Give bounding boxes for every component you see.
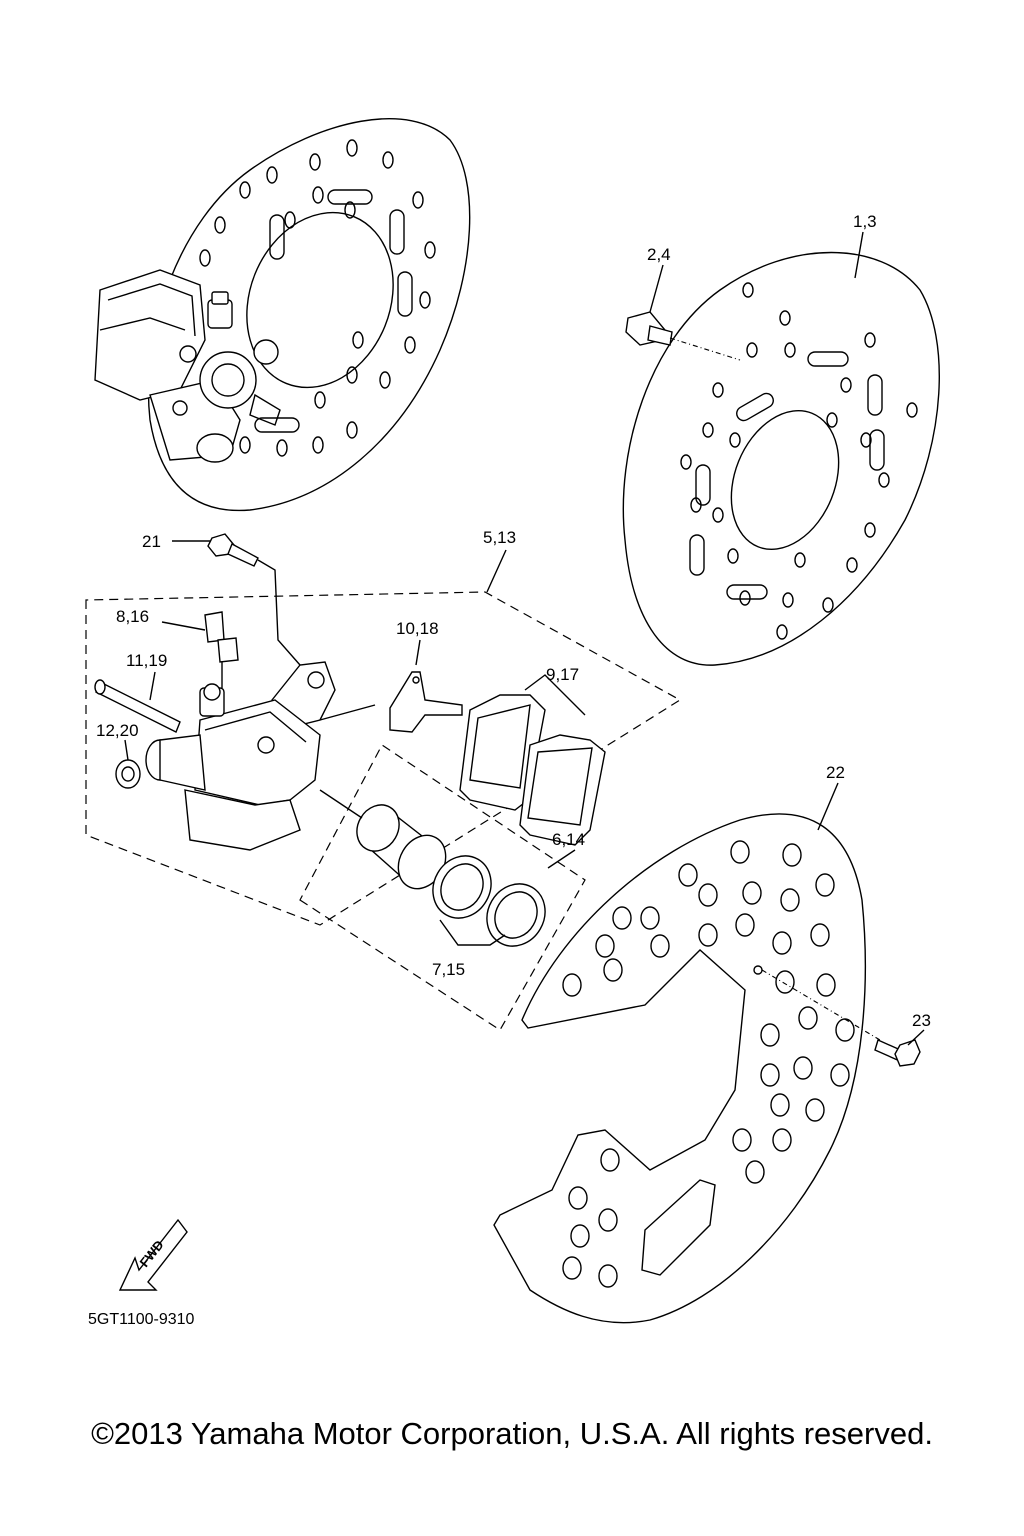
copyright-notice: ©2013 Yamaha Motor Corporation, U.S.A. A… <box>91 1416 933 1451</box>
caliper-bolt <box>207 533 301 666</box>
callout-7-15: 7,15 <box>432 960 465 979</box>
callout-5-13: 5,13 <box>483 528 516 547</box>
diagram-code: 5GT1100-9310 <box>88 1311 195 1328</box>
callout-21: 21 <box>142 532 161 551</box>
callout-23: 23 <box>912 1011 931 1030</box>
callout-9-17: 9,17 <box>546 665 579 684</box>
callout-2-4: 2,4 <box>647 245 671 264</box>
caliper-exploded <box>85 591 682 1031</box>
callout-22: 22 <box>826 763 845 782</box>
callout-8-16: 8,16 <box>116 607 149 626</box>
callout-labels: 1,3 2,4 5,13 6,14 7,15 8,16 9,17 10,18 1… <box>96 212 931 1030</box>
callout-leaders <box>124 231 925 1046</box>
callout-11-19: 11,19 <box>126 651 167 670</box>
callout-12-20: 12,20 <box>96 721 139 740</box>
callout-1-3: 1,3 <box>853 212 877 231</box>
disc-cover <box>493 813 866 1324</box>
cover-bolt <box>761 969 921 1067</box>
disc-bolt <box>625 311 741 361</box>
assembled-brake-disc <box>94 118 471 512</box>
brake-disc <box>622 251 940 666</box>
callout-6-14: 6,14 <box>552 830 585 849</box>
callout-10-18: 10,18 <box>396 619 439 638</box>
fwd-arrow-icon: FWD <box>118 1218 188 1291</box>
